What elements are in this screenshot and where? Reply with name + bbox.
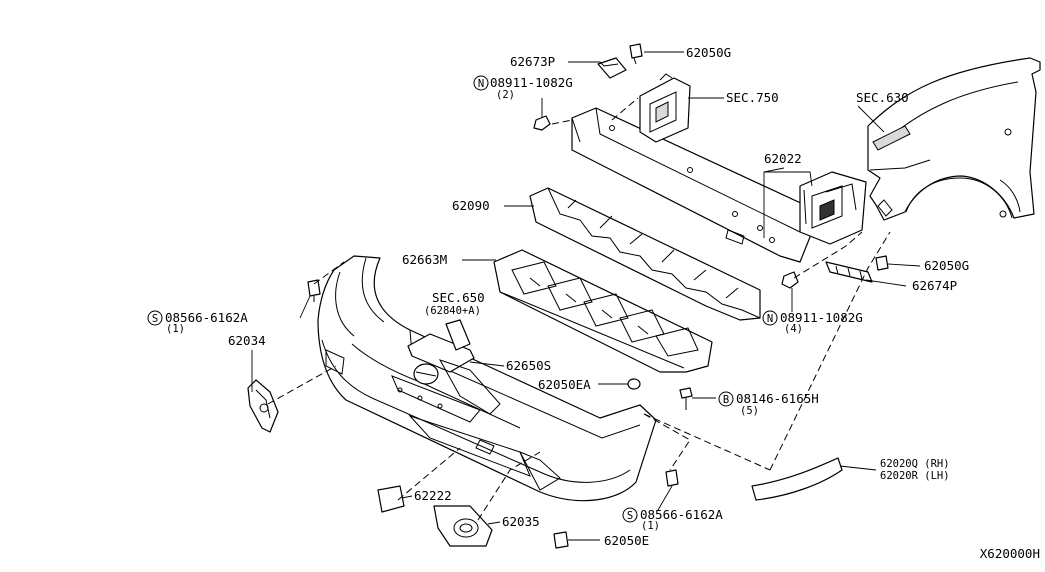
- callout-sec750: SEC.750: [726, 90, 779, 105]
- callout-62050ea: 62050EA: [538, 377, 591, 392]
- callout-62650s: 62650S: [506, 358, 551, 373]
- callout-08566-bottom-qty: (1): [641, 520, 660, 532]
- svg-text:B: B: [723, 394, 729, 406]
- callout-62663m: 62663M: [402, 252, 447, 267]
- side-bracket-right-drawing: [825, 261, 873, 283]
- callout-08566-bottom: 08566-6162A: [640, 507, 723, 522]
- callout-62020r: 62020R (LH): [880, 470, 950, 482]
- symbol-s-left: S: [147, 310, 163, 326]
- assembly-lines: [267, 97, 891, 521]
- fog-lamp-cover-left-drawing: [247, 379, 279, 433]
- clip-62050ea: [627, 378, 641, 390]
- callout-08911-top: 08911-1082G: [490, 75, 573, 90]
- blank-cover-drawing: [377, 485, 405, 513]
- callout-08146-qty: (5): [740, 405, 759, 417]
- callout-62034: 62034: [228, 333, 266, 348]
- nut-08911-right: [781, 271, 799, 289]
- side-molding-drawing: [751, 457, 843, 501]
- callout-08911-top-qty: (2): [496, 89, 515, 101]
- side-bracket-top-drawing: [597, 57, 627, 79]
- callout-sec650-sub: (62840+A): [424, 305, 481, 317]
- leader-lines: [251, 51, 921, 541]
- fog-lamp-cover-right-drawing: [433, 505, 493, 547]
- callout-08566-left-qty: (1): [166, 323, 185, 335]
- callout-08146: 08146-6165H: [736, 391, 819, 406]
- svg-text:S: S: [627, 510, 633, 522]
- symbol-n-right: N: [762, 310, 778, 326]
- diagram-id: X620000H: [980, 546, 1040, 561]
- symbol-b: B: [718, 391, 734, 407]
- callout-08911-right: 08911-1082G: [780, 310, 863, 325]
- callout-62090: 62090: [452, 198, 490, 213]
- callout-62673p: 62673P: [510, 54, 555, 69]
- nut-08911-top: [533, 115, 551, 131]
- callout-sec630: SEC.630: [856, 90, 909, 105]
- callout-62050e: 62050E: [604, 533, 649, 548]
- bolt-08146: [679, 387, 693, 410]
- symbol-s-bottom: S: [622, 507, 638, 523]
- svg-text:N: N: [767, 313, 773, 325]
- callout-08911-right-qty: (4): [784, 323, 803, 335]
- callout-62035: 62035: [502, 514, 540, 529]
- svg-text:N: N: [478, 78, 484, 90]
- callout-08566-left: 08566-6162A: [165, 310, 248, 325]
- clip-62050e: [553, 531, 569, 549]
- bracket-sec650: [445, 319, 471, 351]
- callout-62022: 62022: [764, 151, 802, 166]
- svg-text:S: S: [152, 313, 158, 325]
- bumper-reinforcement-drawing: [571, 73, 867, 263]
- callout-sec650: SEC.650: [432, 290, 485, 305]
- callout-62050g-right: 62050G: [924, 258, 969, 273]
- screw-08566-left: [307, 279, 321, 302]
- front-fender-drawing: [867, 57, 1041, 221]
- symbol-n-top: N: [473, 75, 489, 91]
- lower-structure-drawing: [493, 249, 713, 373]
- energy-absorber-drawing: [529, 187, 761, 321]
- screw-08566-bottom: [665, 469, 679, 487]
- callout-62222: 62222: [414, 488, 452, 503]
- callout-62050g-top: 62050G: [686, 45, 731, 60]
- bumper-fascia-drawing: [317, 255, 657, 502]
- clip-62050g-right: [875, 255, 889, 271]
- clip-62050g-top: [629, 43, 643, 65]
- callout-62674p: 62674P: [912, 278, 957, 293]
- callout-62020q: 62020Q (RH): [880, 458, 950, 470]
